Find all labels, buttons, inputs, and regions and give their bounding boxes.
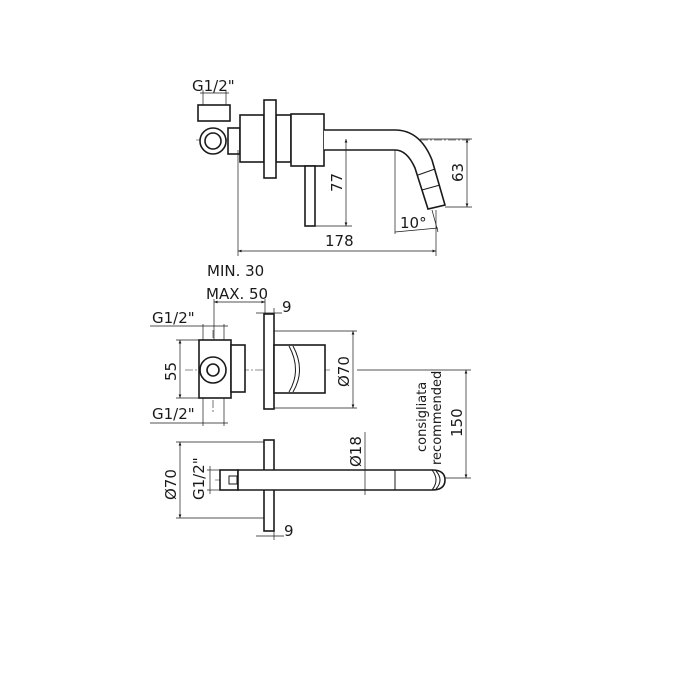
front-view: MIN. 30 MAX. 50 9 G1/2" G1/2" 55 Ø70 150… xyxy=(150,262,471,479)
recommended-distance-label: 150 xyxy=(448,408,466,437)
wall-flange xyxy=(263,99,277,179)
spout-tube xyxy=(237,469,446,491)
note-italian: consigliata xyxy=(415,382,430,452)
handle-height-label: 77 xyxy=(328,173,346,192)
spout-view: Ø18 Ø70 G1/2" 9 xyxy=(162,432,446,540)
depth-min-label: MIN. 30 xyxy=(207,262,264,280)
spout-angle-label: 10° xyxy=(400,214,427,232)
side-thread-label: G1/2" xyxy=(192,77,235,95)
body-height-label: 55 xyxy=(162,362,180,381)
elbow-fitting xyxy=(197,104,231,122)
note-english: recommended xyxy=(430,371,445,465)
thread-bottom-label: G1/2" xyxy=(152,405,195,423)
tube-diameter-label: Ø18 xyxy=(347,436,365,467)
front-flange xyxy=(263,313,275,410)
total-length-label: 178 xyxy=(325,232,354,250)
side-view: G1/2" 77 63 178 10° xyxy=(192,77,472,256)
front-flange-diameter-label: Ø70 xyxy=(335,356,353,387)
front-flange-thickness-label: 9 xyxy=(282,298,292,316)
thread-top-label: G1/2" xyxy=(152,309,195,327)
spout-drop-label: 63 xyxy=(449,163,467,182)
handle-block xyxy=(290,113,325,167)
depth-max-label: MAX. 50 xyxy=(206,285,268,303)
spout xyxy=(324,129,447,210)
spout-flange-diameter-label: Ø70 xyxy=(162,469,180,500)
spout-thread-label: G1/2" xyxy=(190,457,208,500)
spout-flange-thickness-label: 9 xyxy=(284,522,294,540)
handle-lever xyxy=(304,165,316,227)
